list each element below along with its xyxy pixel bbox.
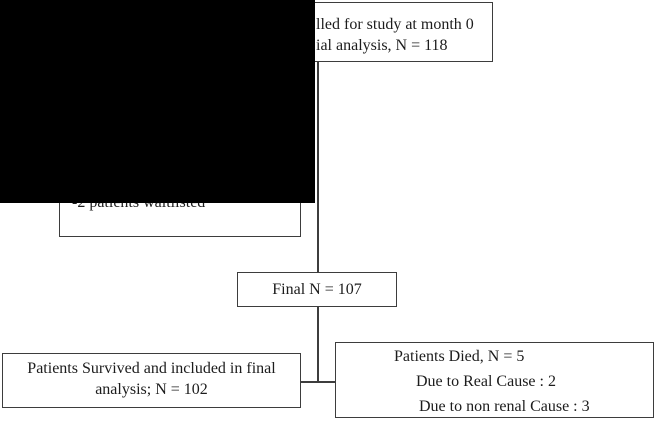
enrollment-text-line1: lled for study at month 0 [316,16,474,33]
survived-text-line1: Patients Survived and included in final [27,360,276,377]
died-text-line1: Patients Died, N = 5 [394,348,525,365]
final-box: Final N = 107 [237,272,397,307]
connector-top-vertical-line [317,62,319,272]
survived-text-line2: analysis; N = 102 [95,381,208,398]
survived-box: Patients Survived and included in final … [2,353,301,408]
final-box-text: Final N = 107 [272,280,362,298]
died-text-line2: Due to Real Cause : 2 [416,373,556,390]
redaction-box [0,0,315,203]
enrollment-text-line2: ial analysis, N = 118 [316,37,448,54]
connector-bottom-vertical-line [317,307,319,382]
connector-branch-horizontal-line [300,381,336,383]
died-box [335,342,654,418]
died-text-line3: Due to non renal Cause : 3 [419,398,590,415]
